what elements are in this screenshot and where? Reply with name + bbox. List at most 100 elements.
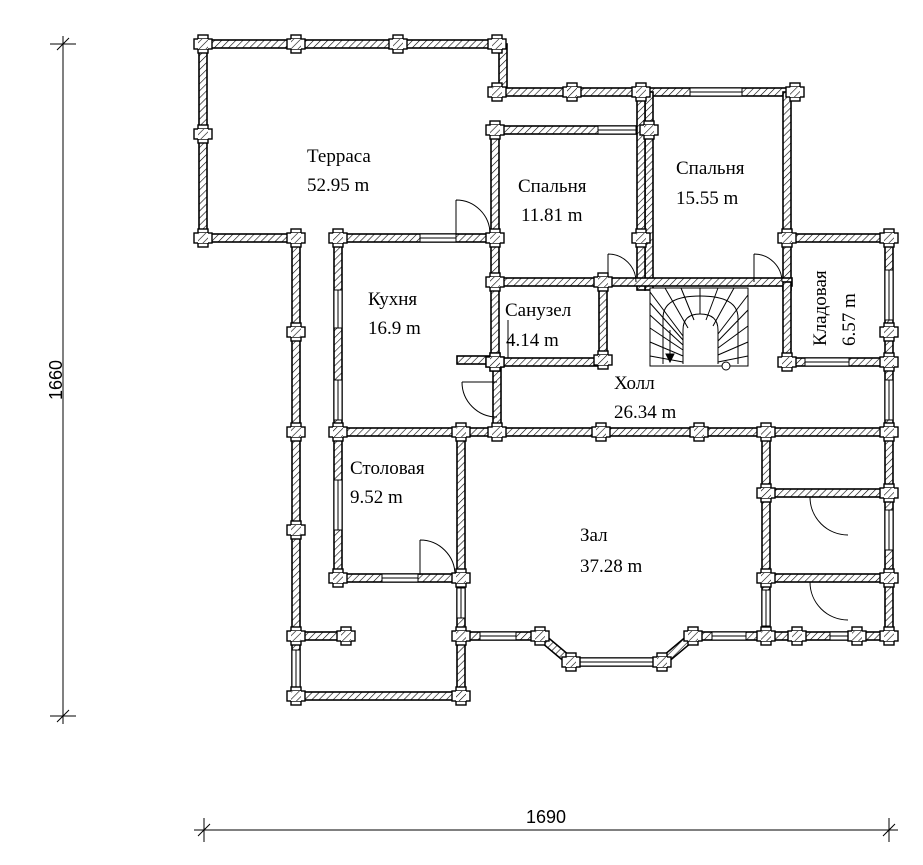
wall-segment bbox=[456, 431, 466, 701]
log-joint-core bbox=[761, 631, 771, 641]
log-joint-core bbox=[694, 427, 704, 437]
log-joint-core bbox=[535, 631, 545, 641]
log-joint-core bbox=[341, 631, 351, 641]
log-joint-core bbox=[761, 573, 771, 583]
wall-segment bbox=[598, 281, 608, 361]
log-joint-core bbox=[884, 488, 894, 498]
log-joint-core bbox=[291, 631, 301, 641]
log-joint-core bbox=[198, 39, 208, 49]
log-joint-core bbox=[598, 277, 608, 287]
wall-segment bbox=[759, 573, 890, 583]
log-joint-core bbox=[490, 277, 500, 287]
log-joint-core bbox=[291, 39, 301, 49]
log-joint-core bbox=[393, 39, 403, 49]
bedroom1-name: Спальня bbox=[518, 176, 587, 197]
living-area: 37.28 m bbox=[580, 556, 643, 577]
log-joint-core bbox=[492, 39, 502, 49]
log-joint-core bbox=[456, 691, 466, 701]
log-joint-core bbox=[490, 125, 500, 135]
width-dimension-label: 1690 bbox=[526, 807, 566, 827]
bathroom-name: Санузел bbox=[505, 300, 572, 321]
log-joint-core bbox=[291, 427, 301, 437]
door-swing bbox=[753, 253, 783, 283]
log-joint-core bbox=[884, 357, 894, 367]
log-joint-core bbox=[636, 233, 646, 243]
hall-area: 26.34 m bbox=[614, 402, 677, 423]
kitchen-area: 16.9 m bbox=[368, 318, 421, 339]
wall-segment bbox=[782, 281, 792, 363]
bedroom2-name: Спальня bbox=[676, 158, 745, 179]
log-joint-core bbox=[333, 573, 343, 583]
door-swing bbox=[455, 199, 491, 235]
wall-segment bbox=[295, 691, 466, 701]
log-joint-core bbox=[884, 327, 894, 337]
terrace-name: Терраса bbox=[307, 146, 371, 167]
wall-segment bbox=[494, 277, 793, 287]
log-joint-core bbox=[567, 87, 577, 97]
log-joints-layer bbox=[193, 34, 899, 706]
log-joint-core bbox=[492, 427, 502, 437]
wall-segment bbox=[492, 361, 502, 433]
log-joint-core bbox=[884, 631, 894, 641]
terrace-area: 52.95 m bbox=[307, 175, 370, 196]
log-joint-core bbox=[884, 427, 894, 437]
dining-area: 9.52 m bbox=[350, 487, 403, 508]
hall-name: Холл bbox=[614, 373, 655, 394]
log-joint-core bbox=[598, 355, 608, 365]
door-swing bbox=[809, 496, 849, 536]
door-swing bbox=[461, 381, 498, 418]
dining-name: Столовая bbox=[350, 458, 425, 479]
log-joint-core bbox=[291, 233, 301, 243]
log-joint-core bbox=[333, 427, 343, 437]
log-joint-core bbox=[884, 573, 894, 583]
wall-segment bbox=[494, 357, 604, 367]
log-joint-core bbox=[688, 631, 698, 641]
log-joint-core bbox=[761, 427, 771, 437]
staircase bbox=[649, 287, 749, 371]
wall-segment bbox=[759, 488, 890, 498]
log-joint-core bbox=[490, 233, 500, 243]
wall-segment bbox=[490, 281, 500, 363]
wall-segment bbox=[789, 233, 890, 243]
log-joint-core bbox=[333, 233, 343, 243]
width-dimension-line bbox=[194, 818, 898, 842]
wall-segment bbox=[337, 427, 890, 437]
log-joint-core bbox=[291, 525, 301, 535]
height-dimension-line bbox=[50, 36, 76, 724]
log-joint-core bbox=[490, 357, 500, 367]
height-dimension-label: 1660 bbox=[46, 360, 66, 400]
wall-segment bbox=[337, 233, 496, 243]
log-joint-core bbox=[636, 87, 646, 97]
log-joint-core bbox=[566, 657, 576, 667]
door-swing bbox=[507, 320, 532, 359]
living-name: Зал bbox=[580, 525, 608, 546]
log-joint-core bbox=[644, 125, 654, 135]
log-joint-core bbox=[790, 87, 800, 97]
wall-segment bbox=[490, 129, 500, 291]
kitchen-name: Кухня bbox=[368, 289, 417, 310]
log-joint-core bbox=[492, 87, 502, 97]
bedroom2-area: 15.55 m bbox=[676, 188, 739, 209]
log-joint-core bbox=[884, 233, 894, 243]
windows-layer bbox=[291, 87, 894, 691]
log-joint-core bbox=[291, 327, 301, 337]
log-joint-core bbox=[596, 427, 606, 437]
log-joint-core bbox=[456, 631, 466, 641]
log-joint-core bbox=[782, 233, 792, 243]
log-joint-core bbox=[456, 573, 466, 583]
storage-area: 6.57 m bbox=[839, 293, 860, 346]
log-joint-core bbox=[456, 427, 466, 437]
log-joint-core bbox=[657, 657, 667, 667]
log-joint-core bbox=[761, 488, 771, 498]
wall-segment bbox=[782, 91, 792, 291]
log-joint-core bbox=[792, 631, 802, 641]
log-joint-core bbox=[198, 129, 208, 139]
bathroom-area: 4.14 m bbox=[506, 330, 559, 351]
door-swing bbox=[419, 539, 456, 576]
log-joint-core bbox=[198, 233, 208, 243]
log-joint-core bbox=[291, 691, 301, 701]
bedroom1-area: 11.81 m bbox=[521, 205, 583, 226]
log-joint-core bbox=[782, 357, 792, 367]
door-swing bbox=[809, 581, 849, 621]
